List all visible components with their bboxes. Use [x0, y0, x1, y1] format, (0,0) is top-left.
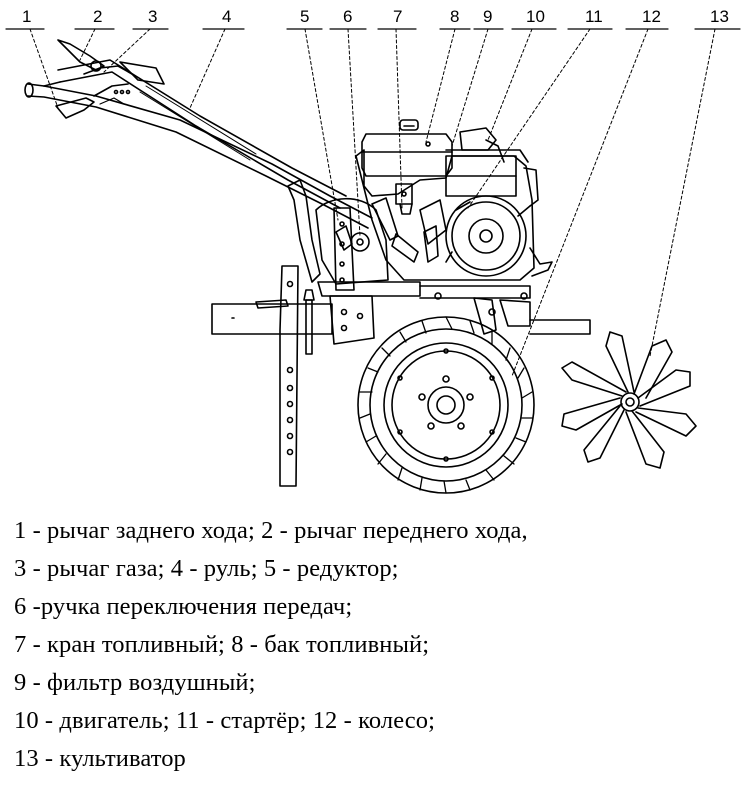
cultivator-tines: [561, 331, 697, 469]
callout-9: 9: [483, 7, 492, 26]
depth-stop-hitch: [211, 265, 333, 487]
fuel-tank: [361, 119, 453, 177]
callout-7: 7: [393, 7, 402, 26]
callout-5: 5: [300, 7, 309, 26]
legend: 1 - рычаг заднего хода; 2 - рычаг передн…: [14, 512, 749, 778]
motoblock-diagram: 1 2 3 4 5 6 7 8 9 10 11 12 13: [5, 7, 741, 494]
legend-line-5: 9 - фильтр воздушный;: [14, 669, 256, 696]
legend-line-2: 3 - рычаг газа; 4 - руль; 5 - редуктор;: [14, 555, 399, 582]
callout-1: 1: [22, 7, 31, 26]
callout-13: 13: [710, 7, 729, 26]
engine: [355, 127, 539, 281]
callout-12: 12: [642, 7, 661, 26]
handlebar: [24, 59, 373, 229]
fuel-valve: [395, 183, 413, 215]
callout-3: 3: [148, 7, 157, 26]
legend-line-7: 13 - культиватор: [14, 745, 186, 772]
legend-line-1: 1 - рычаг заднего хода; 2 - рычаг передн…: [14, 517, 528, 544]
gear-shift-handle: [371, 197, 419, 263]
callout-4: 4: [222, 7, 231, 26]
chassis: [317, 281, 591, 345]
recoil-starter: [445, 195, 553, 277]
legend-line-6: 10 - двигатель; 11 - стартёр; 12 - колес…: [14, 707, 436, 734]
callout-2: 2: [93, 7, 102, 26]
legend-line-3: 6 -ручка переключения передач;: [14, 593, 353, 620]
leader-lines: [29, 28, 716, 377]
control-levers: [55, 39, 165, 119]
callout-11: 11: [585, 7, 603, 26]
legend-line-4: 7 - кран топливный; 8 - бак топливный;: [14, 631, 430, 658]
callout-8: 8: [450, 7, 459, 26]
callout-6: 6: [343, 7, 352, 26]
wheel: [357, 316, 535, 494]
callout-10: 10: [526, 7, 545, 26]
